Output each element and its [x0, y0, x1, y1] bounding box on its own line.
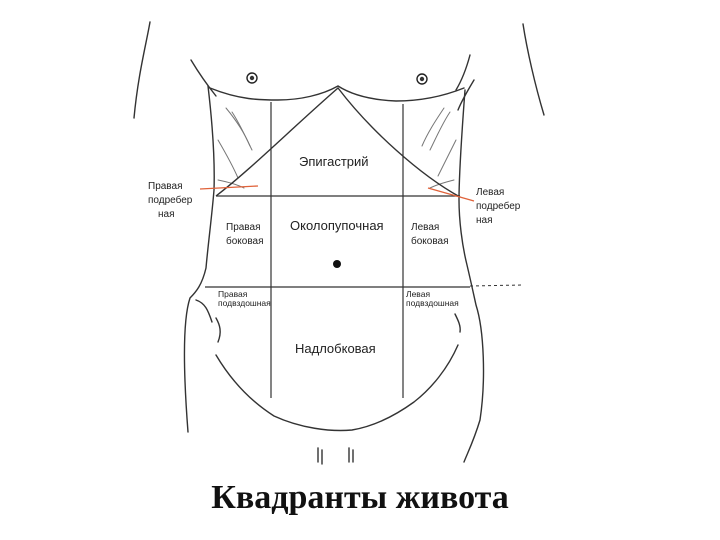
lower-abdomen-curve	[215, 344, 459, 432]
left-hip-inner	[454, 313, 461, 333]
right-shoulder-line	[190, 59, 217, 97]
intertubercular-line-ext	[469, 284, 523, 287]
nipples	[246, 72, 428, 85]
right-hip-mark	[195, 299, 213, 323]
left-hypochondriac-label: Левая подребер ная	[476, 187, 523, 226]
pointer-marks	[199, 185, 475, 202]
epigastric-label: Эпигастрий	[299, 154, 369, 169]
torso-outline	[133, 21, 545, 465]
left-lateral-label: Левая боковая	[411, 222, 449, 247]
right-hypochondriac-label: Правая подребер ная	[148, 181, 195, 220]
left-pec-line	[455, 54, 471, 91]
left-torso-side	[458, 89, 485, 463]
left-shoulder-line	[457, 79, 475, 111]
right-arm-outline	[522, 23, 545, 116]
navel	[333, 260, 341, 268]
left-arm-outline	[133, 21, 151, 119]
suprapubic-label: Надлобковая	[295, 341, 376, 356]
right-hypochondriac-pointer	[199, 185, 259, 190]
region-labels: Эпигастрий Околопупочная Надлобковая Пра…	[148, 154, 523, 356]
chest-lower-line	[209, 85, 465, 102]
umbilical-label: Околопупочная	[290, 218, 384, 233]
costal-arch	[215, 86, 461, 198]
right-hip-inner	[215, 317, 221, 343]
left-hypochondriac-pointer	[427, 187, 475, 202]
right-torso-side	[183, 85, 215, 433]
page-title: Квадранты живота	[211, 479, 509, 516]
right-lateral-label: Правая боковая	[226, 222, 264, 247]
left-iliac-label: Левая подвздошная	[406, 289, 459, 308]
right-iliac-label: Правая подвздошная	[218, 289, 271, 308]
rib-sketch-lines	[217, 107, 457, 189]
region-grid	[205, 102, 523, 398]
